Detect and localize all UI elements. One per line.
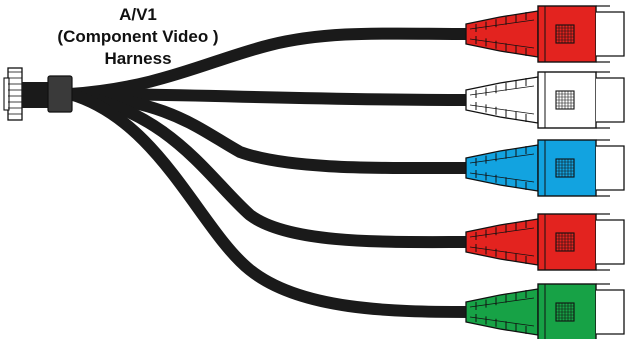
boot-contour xyxy=(469,227,535,238)
boot-contour xyxy=(469,246,535,257)
cable-1 xyxy=(69,27,471,100)
plug-body xyxy=(537,283,597,339)
harness-title: A/V1 (Component Video ) Harness xyxy=(57,5,218,68)
plug-shell xyxy=(596,11,625,57)
plug-green xyxy=(465,283,625,339)
plug-shell xyxy=(596,289,625,335)
boot-contour xyxy=(469,38,535,49)
plug-blue xyxy=(465,139,625,197)
plug-boot xyxy=(465,76,539,124)
boot-contour xyxy=(469,104,535,115)
plug-shell xyxy=(596,145,625,191)
cable-bundle xyxy=(68,27,471,318)
ferrite-bead xyxy=(47,75,73,113)
plug-boot xyxy=(465,10,539,58)
boot-contour xyxy=(469,172,535,183)
rca-plugs xyxy=(465,5,625,339)
title-line-2: (Component Video ) xyxy=(57,27,218,46)
title-line-3: Harness xyxy=(104,49,171,68)
boot-contour xyxy=(469,85,535,96)
plug-boot xyxy=(465,218,539,266)
board-connector-pins xyxy=(8,71,22,115)
plug-red-2 xyxy=(465,213,625,271)
plug-shell xyxy=(596,77,625,123)
plug-red-1 xyxy=(465,5,625,63)
cable-3 xyxy=(69,88,471,175)
boot-contour xyxy=(469,153,535,164)
board-connector-latch xyxy=(3,77,10,111)
cable-4 xyxy=(69,88,471,249)
boot-contour xyxy=(469,316,535,327)
title-line-1: A/V1 xyxy=(119,5,157,24)
boot-contour xyxy=(469,19,535,30)
board-connector xyxy=(3,67,73,121)
plug-boot xyxy=(465,144,539,192)
plug-boot xyxy=(465,288,539,336)
board-connector-housing xyxy=(7,67,23,121)
cable-5 xyxy=(68,88,471,318)
plug-shell xyxy=(596,219,625,265)
plug-white xyxy=(465,71,625,129)
boot-contour xyxy=(469,297,535,308)
wire-bundle-short xyxy=(22,82,50,108)
